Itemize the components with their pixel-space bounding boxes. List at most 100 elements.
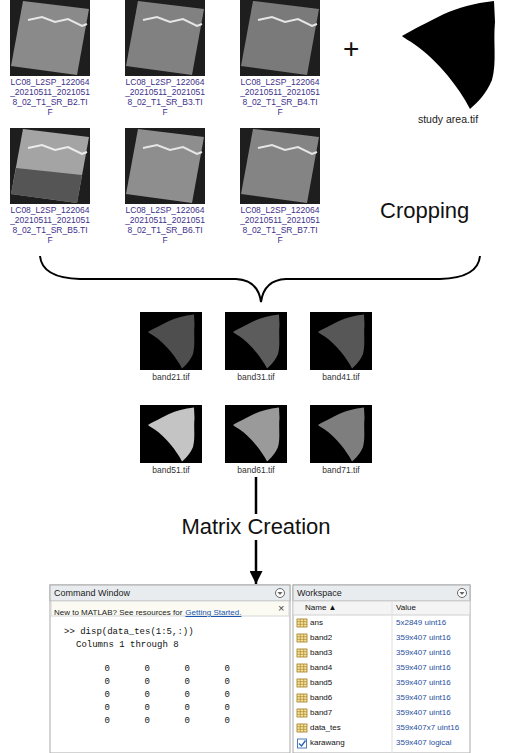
variable-value: 359x407 uint16 [396, 707, 451, 719]
image-ground [310, 405, 372, 463]
coastline [28, 145, 87, 154]
image-ground [225, 405, 287, 463]
study-area-shape [402, 1, 495, 109]
file-name: band51.tif [140, 465, 202, 475]
satellite-image [240, 0, 320, 76]
matrix-value: 0 [80, 689, 110, 701]
cropped-image [310, 312, 372, 370]
cropped-image [140, 312, 202, 370]
cropped-image [140, 405, 202, 463]
panel-frame [50, 585, 290, 753]
matrix-value: 0 [80, 715, 110, 727]
variable-name: band2 [310, 632, 332, 644]
file-name: LC08_L2SP_122064_20210511_20210518_02_T1… [240, 205, 320, 245]
plus-sign: + [343, 34, 359, 64]
panel-header-bar [293, 585, 470, 601]
cropped-image [225, 312, 287, 370]
command-window-panel: Command WindowNew to MATLAB? See resourc… [50, 585, 290, 753]
study-area-shape [233, 408, 280, 462]
panel-menu-icon [278, 592, 283, 595]
file-name: band31.tif [225, 372, 287, 382]
variable-name: band6 [310, 692, 332, 704]
panel-title: Command Window [50, 585, 290, 601]
study-area-mask [402, 1, 495, 109]
image-ground [125, 128, 205, 204]
satellite-image [125, 0, 205, 76]
cropped-image [225, 405, 287, 463]
variable-name: band3 [310, 647, 332, 659]
command-text: >> disp(data_tes(1:5,:)) [50, 626, 290, 639]
image-ground [125, 0, 205, 76]
array-icon [297, 619, 307, 627]
array-icon [297, 679, 307, 687]
matrix-value: 0 [160, 702, 190, 714]
banner-link: Getting Started. [185, 605, 241, 620]
banner-text: New to MATLAB? See resources for [50, 605, 182, 620]
merge-bracket [40, 256, 480, 302]
matrix-value: 0 [80, 676, 110, 688]
variable-value: 359x407 uint16 [396, 647, 451, 659]
cropped-image [310, 405, 372, 463]
close-button: × [278, 602, 284, 615]
cropped-tile: band31.tif [225, 312, 287, 382]
coastline [258, 17, 317, 26]
logical-icon [299, 741, 306, 747]
variable-name: data_tes [310, 722, 341, 734]
matrix-value: 0 [80, 663, 110, 675]
study-area-shape [318, 408, 365, 462]
image-tile: LC08_L2SP_122064_20210511_20210518_02_T1… [10, 128, 90, 245]
cropped-tile: band21.tif [140, 312, 202, 382]
variable-value: 359x407 uint16 [396, 677, 451, 689]
image-scene [241, 129, 319, 203]
array-icon [297, 664, 307, 672]
matrix-value: 0 [160, 715, 190, 727]
matrix-value: 0 [200, 715, 230, 727]
image-ground [310, 312, 372, 370]
image-ground [140, 312, 202, 370]
file-name: band41.tif [310, 372, 372, 382]
matrix-value: 0 [160, 689, 190, 701]
variable-name: band4 [310, 662, 332, 674]
cropped-tile: band61.tif [225, 405, 287, 475]
matrix-value: 0 [160, 663, 190, 675]
coastline [143, 145, 202, 154]
variable-value: 359x407 logical [396, 737, 452, 749]
cropped-tile: band71.tif [310, 405, 372, 475]
image-tile: LC08_L2SP_122064_20210511_20210518_02_T1… [10, 0, 90, 117]
study-area-shape [148, 408, 195, 462]
column-divider [392, 601, 393, 753]
panel-menu-icon [460, 592, 465, 595]
cropped-tile: band51.tif [140, 405, 202, 475]
column-header: Value [396, 602, 416, 613]
file-name: band71.tif [310, 465, 372, 475]
step-label: Cropping [380, 198, 469, 224]
image-tile: LC08_L2SP_122064_20210511_20210518_02_T1… [125, 0, 205, 117]
image-ground [140, 405, 202, 463]
array-icon [297, 709, 307, 717]
image-ground [240, 128, 320, 204]
image-scene [126, 129, 204, 203]
matrix-value: 0 [80, 702, 110, 714]
file-name: LC08_L2SP_122064_20210511_20210518_02_T1… [125, 77, 205, 117]
satellite-image [240, 128, 320, 204]
image-ground [10, 128, 90, 204]
panel-title: Workspace [293, 585, 470, 601]
image-ground [10, 0, 90, 76]
variable-value: 359x407 uint16 [396, 632, 451, 644]
array-icon [297, 724, 307, 732]
array-icon [297, 649, 307, 657]
variable-name: ans [310, 617, 323, 629]
satellite-image [10, 128, 90, 204]
variable-value: 5x2849 uint16 [396, 617, 446, 629]
array-icon [297, 694, 307, 702]
study-area-shape [318, 315, 365, 369]
matrix-value: 0 [120, 676, 150, 688]
image-scene [11, 129, 89, 203]
variable-value: 359x407x7 uint16 [396, 722, 459, 734]
cropped-tile: band41.tif [310, 312, 372, 382]
matrix-value: 0 [120, 702, 150, 714]
matrix-value: 0 [200, 663, 230, 675]
panel-menu-icon [458, 589, 467, 598]
mask-tile: study area.tif [396, 0, 500, 125]
